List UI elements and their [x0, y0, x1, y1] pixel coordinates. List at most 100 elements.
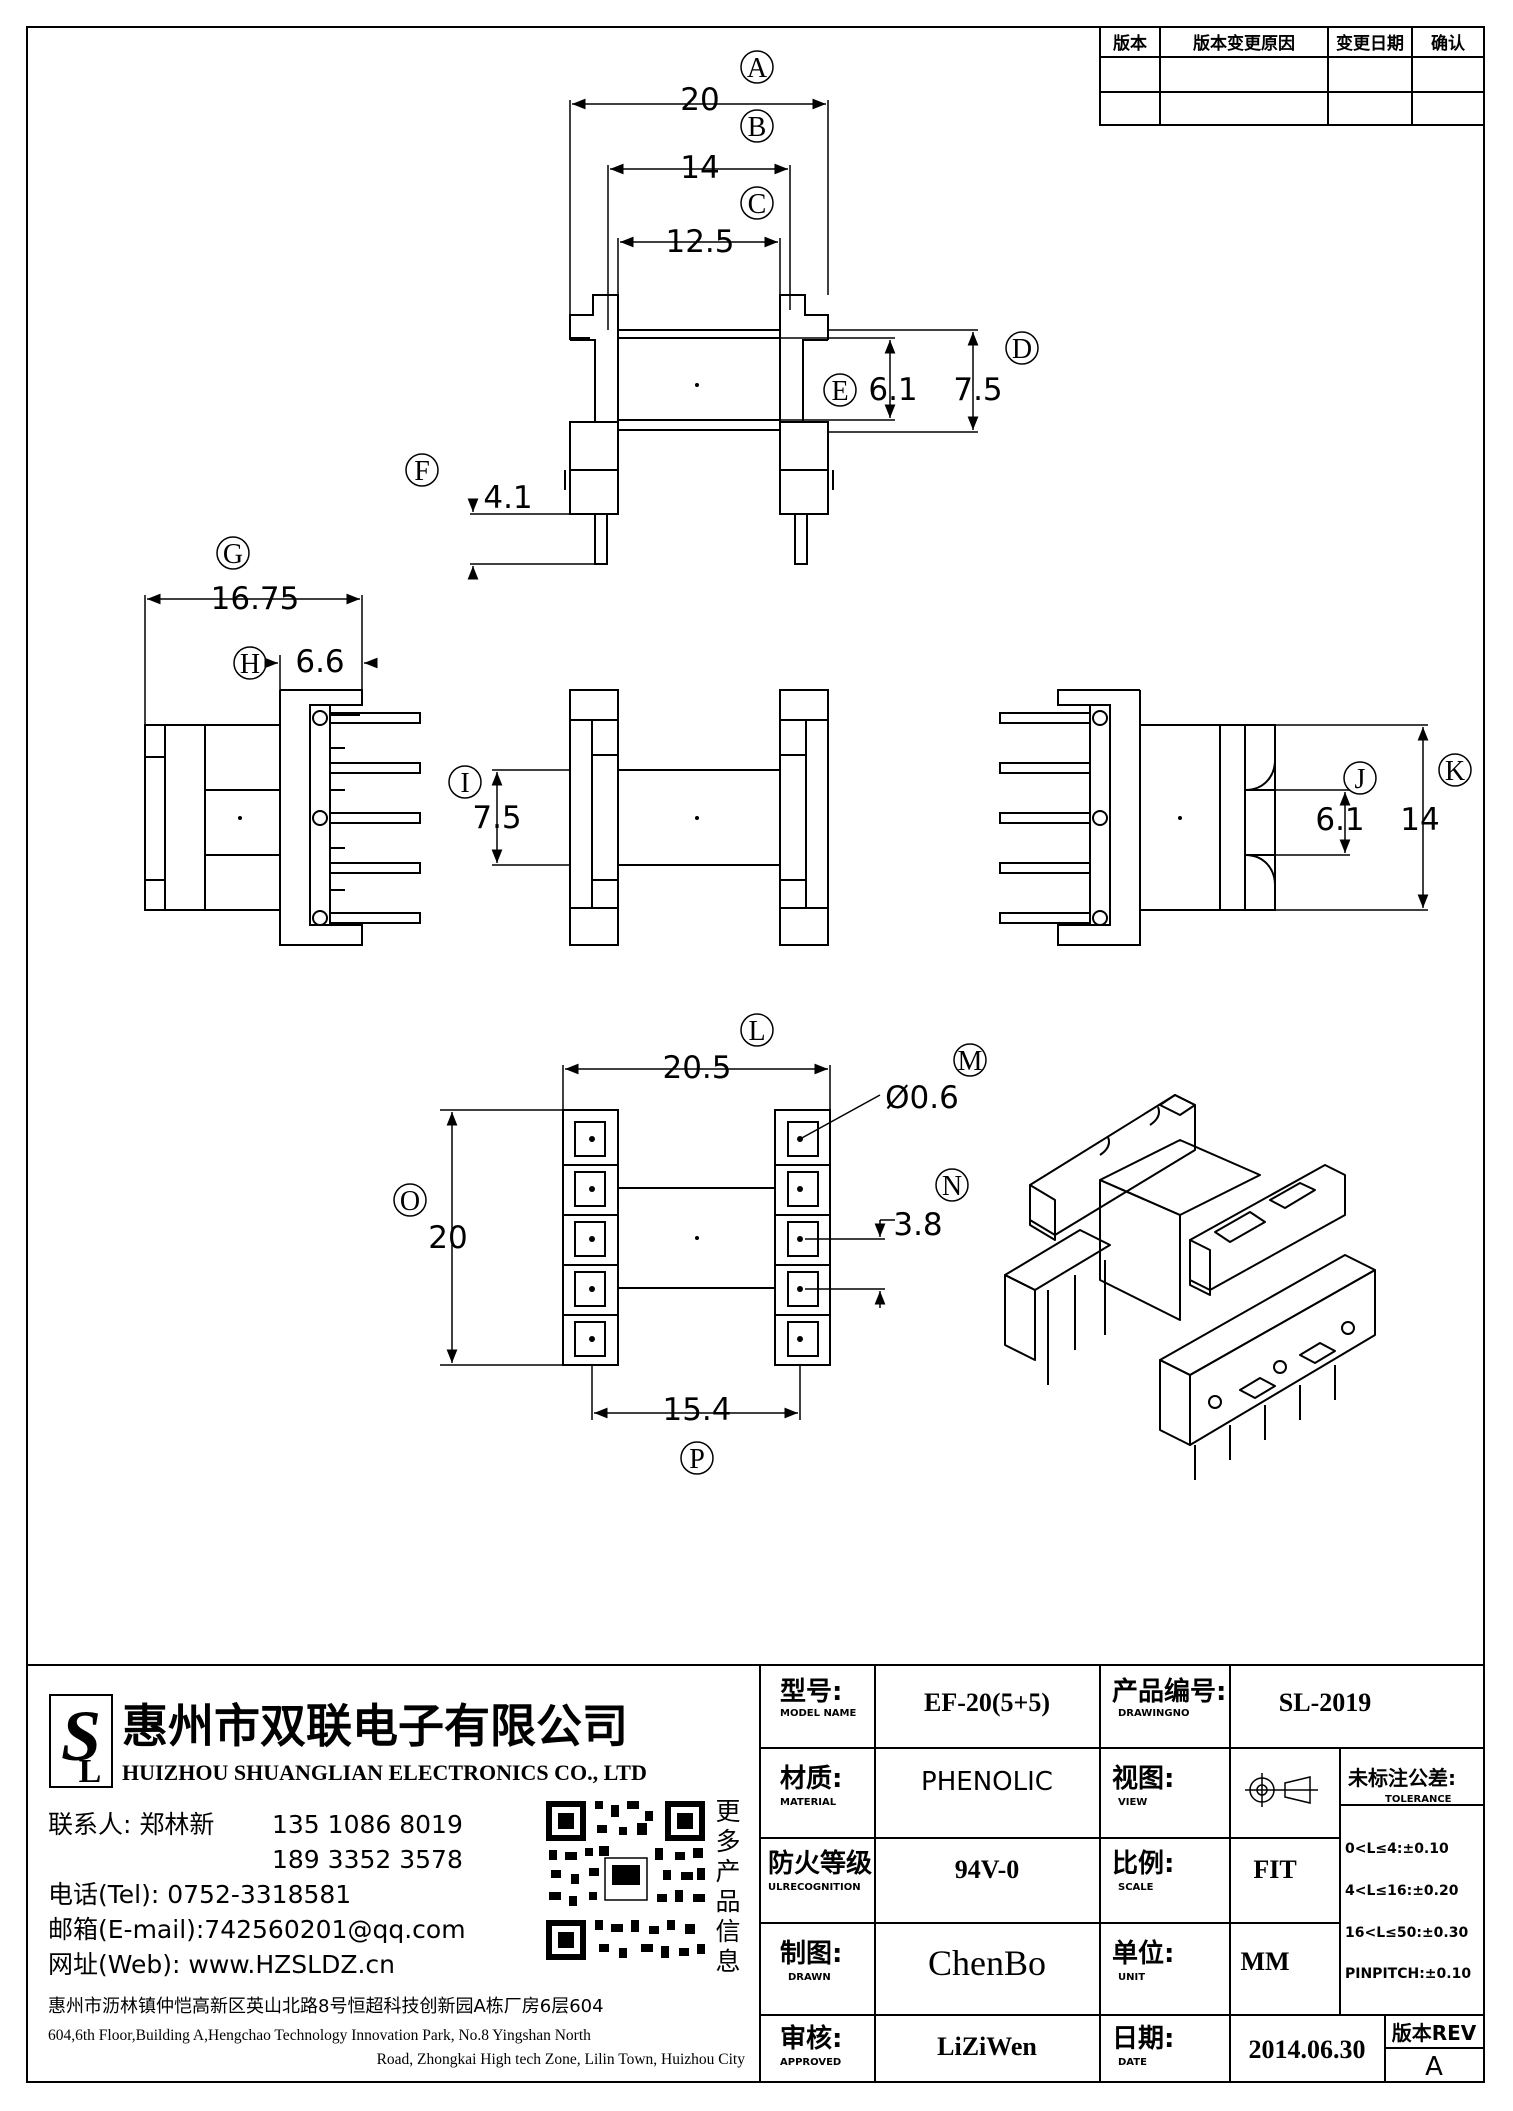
- dim-P-value: 15.4: [662, 1392, 731, 1428]
- svg-text:E: E: [831, 376, 848, 407]
- rev-value: A: [1425, 2052, 1443, 2082]
- drawn-label-en: DRAWN: [788, 1972, 831, 1983]
- svg-text:S: S: [61, 1696, 101, 1776]
- front-view: [569, 689, 829, 946]
- scale-value: FIT: [1253, 1855, 1296, 1884]
- unit-value: MM: [1240, 1947, 1289, 1976]
- svg-text:F: F: [414, 456, 430, 487]
- company-name-cn: 惠州市双联电子有限公司: [122, 1699, 628, 1753]
- drawingno-value: SL-2019: [1279, 1688, 1371, 1717]
- callout-C: C: [740, 186, 774, 220]
- callout-P: P: [680, 1441, 714, 1475]
- qr-caption-5: 信: [715, 1917, 740, 1946]
- left-side-pins: [312, 710, 421, 926]
- title-block-grid: [27, 1664, 1484, 2082]
- svg-text:A: A: [747, 53, 768, 84]
- contact-phone-1: 135 1086 8019: [272, 1810, 463, 1839]
- rev-header-confirm: 确认: [1431, 33, 1466, 54]
- flame-value: 94V-0: [955, 1855, 1020, 1884]
- svg-text:K: K: [1445, 756, 1465, 787]
- right-side-view: [1057, 689, 1276, 946]
- callout-B: B: [740, 109, 774, 143]
- scale-label-en: SCALE: [1118, 1882, 1154, 1893]
- left-side-view: [144, 689, 363, 946]
- dim-M-value: Ø0.6: [885, 1080, 959, 1116]
- model-label-cn: 型号:: [780, 1677, 842, 1707]
- date-label-cn: 日期:: [1112, 2024, 1174, 2054]
- callout-F: F: [405, 453, 439, 487]
- contact-email: 邮箱(E-mail):742560201@qq.com: [48, 1915, 466, 1944]
- right-side-pins: [999, 710, 1108, 926]
- callout-A: A: [740, 50, 774, 84]
- top-view: [564, 294, 834, 565]
- contact-phone-2: 189 3352 3578: [272, 1845, 463, 1874]
- drawn-value: ChenBo: [928, 1943, 1046, 1983]
- unit-label-en: UNIT: [1118, 1972, 1145, 1983]
- drawn-label-cn: 制图:: [780, 1939, 842, 1969]
- company-name-en: HUIZHOU SHUANGLIAN ELECTRONICS CO., LTD: [122, 1760, 647, 1785]
- sheet-border: [26, 26, 1485, 2083]
- address-cn: 惠州市沥林镇仲恺高新区英山北路8号恒超科技创新园A栋厂房6层604: [48, 1996, 604, 2017]
- qr-caption-1: 更: [715, 1797, 740, 1826]
- dim-G-value: 16.75: [211, 581, 300, 617]
- revision-table: [1099, 26, 1485, 126]
- approved-label-en: APPROVED: [780, 2057, 841, 2068]
- qr-caption-6: 息: [715, 1947, 740, 1976]
- bottom-view-pin-holes: [589, 1136, 803, 1342]
- drawingno-label-en: DRAWINGNO: [1118, 1708, 1190, 1719]
- dim-F-value: 4.1: [483, 480, 532, 516]
- callout-I: I: [448, 765, 482, 799]
- isometric-view: [1004, 1094, 1376, 1480]
- dim-O-value: 20: [428, 1220, 467, 1256]
- callout-E: E: [823, 373, 857, 407]
- approved-value: LiZiWen: [937, 2032, 1037, 2061]
- svg-text:G: G: [223, 539, 243, 570]
- flame-label-en: ULRECOGNITION: [768, 1882, 861, 1893]
- left-view-dims: [144, 593, 378, 725]
- address-en-2: Road, Zhongkai High tech Zone, Lilin Tow…: [377, 2051, 746, 2068]
- svg-text:I: I: [460, 768, 469, 799]
- callout-O: O: [393, 1183, 427, 1217]
- rev-label: 版本REV: [1392, 2021, 1477, 2045]
- dim-D-value: 7.5: [953, 372, 1002, 408]
- callout-D: D: [1005, 331, 1039, 365]
- qr-caption-4: 品: [715, 1887, 740, 1916]
- dim-B-value: 14: [680, 150, 719, 186]
- approved-label-cn: 审核:: [780, 2023, 842, 2054]
- svg-text:M: M: [958, 1046, 983, 1077]
- rev-header-date: 变更日期: [1336, 33, 1404, 54]
- drawingno-label-cn: 产品编号:: [1112, 1676, 1226, 1707]
- rev-header-version: 版本: [1113, 33, 1147, 54]
- material-label-cn: 材质:: [780, 1764, 842, 1794]
- address-en-1: 604,6th Floor,Building A,Hengchao Techno…: [48, 2027, 591, 2044]
- callout-K: K: [1438, 753, 1472, 787]
- top-view-dims: [467, 98, 979, 580]
- tolerance-line-3: 16<L≤50:±0.30: [1345, 1925, 1468, 1941]
- dim-C-value: 12.5: [665, 224, 734, 260]
- contact-tel: 电话(Tel): 0752-3318581: [48, 1880, 351, 1909]
- callout-H: H: [233, 646, 267, 680]
- svg-text:J: J: [1355, 764, 1366, 795]
- date-value: 2014.06.30: [1249, 2035, 1366, 2064]
- svg-text:O: O: [400, 1186, 420, 1217]
- svg-text:C: C: [748, 189, 767, 220]
- dim-E-value: 6.1: [868, 372, 917, 408]
- company-logo: S L: [49, 1694, 113, 1790]
- tolerance-line-4: PINPITCH:±0.10: [1345, 1966, 1471, 1982]
- svg-text:B: B: [748, 112, 767, 143]
- qr-caption-3: 产: [715, 1857, 740, 1886]
- bottom-view-dims: [440, 1063, 895, 1420]
- dim-N-value: 3.8: [893, 1207, 942, 1243]
- model-value: EF-20(5+5): [924, 1688, 1050, 1717]
- svg-text:L: L: [748, 1016, 765, 1047]
- qr-code: [543, 1798, 708, 1963]
- unit-label-cn: 单位:: [1112, 1938, 1174, 1969]
- dim-K-value: 14: [1400, 802, 1439, 838]
- callout-G: G: [216, 536, 250, 570]
- callout-N: N: [935, 1168, 969, 1202]
- scale-label-cn: 比例:: [1112, 1849, 1174, 1879]
- svg-text:N: N: [942, 1171, 962, 1202]
- tolerance-label-cn: 未标注公差:: [1348, 1766, 1456, 1790]
- front-view-dims: [491, 769, 570, 866]
